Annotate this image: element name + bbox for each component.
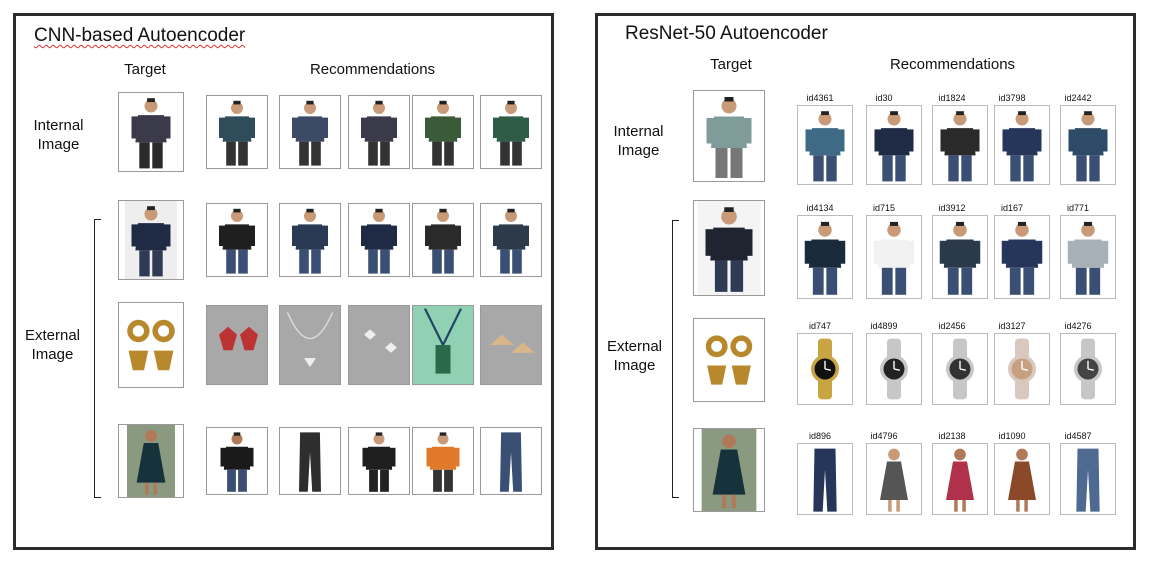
resnet-recommendation-image (932, 443, 988, 515)
resnet-item-id-label: id1090 (998, 431, 1026, 441)
cnn-recommendation-image (348, 427, 410, 495)
cnn-external-label: External Image (20, 326, 85, 364)
resnet-recommendation-image (866, 443, 922, 515)
cnn-recommendation-image (206, 427, 268, 495)
resnet-item-id-label: id3912 (938, 203, 966, 213)
resnet-external-line2: Image (613, 357, 656, 374)
cnn-recommendation-image (480, 305, 542, 385)
resnet-item-id-label: id167 (1000, 203, 1024, 213)
resnet-item-id-label: id4796 (870, 431, 898, 441)
cnn-target-image (118, 302, 184, 388)
cnn-recommendation-image (279, 305, 341, 385)
cnn-recommendation-image (348, 203, 410, 277)
resnet-recommendation-image (797, 215, 853, 299)
resnet-recommendation-image (866, 215, 922, 299)
resnet-recommendation-image (994, 333, 1050, 405)
resnet-external-line1: External (606, 338, 663, 355)
resnet-recommendations-header: Recommendations (889, 56, 1016, 73)
resnet-target-image (693, 90, 765, 182)
cnn-recommendation-image (480, 203, 542, 277)
resnet-recommendation-image (797, 333, 853, 405)
cnn-recommendation-image (412, 427, 474, 495)
cnn-external-bracket (94, 219, 101, 498)
cnn-target-image (118, 200, 184, 280)
resnet-item-id-label: id30 (875, 93, 893, 103)
cnn-recommendations-header: Recommendations (309, 61, 436, 78)
cnn-internal-line1: Internal (33, 117, 84, 134)
resnet-item-id-label: id4899 (870, 321, 898, 331)
resnet-item-id-label: id4134 (806, 203, 834, 213)
resnet-recommendation-image (932, 105, 988, 185)
cnn-recommendation-image (348, 305, 410, 385)
cnn-internal-label: Internal Image (26, 116, 91, 154)
cnn-target-image (118, 92, 184, 172)
resnet-panel-title: ResNet-50 Autoencoder (625, 23, 828, 44)
resnet-target-image (693, 318, 765, 402)
resnet-external-label: External Image (602, 337, 667, 375)
resnet-item-id-label: id4587 (1064, 431, 1092, 441)
cnn-external-line1: External (24, 327, 81, 344)
cnn-recommendation-image (412, 203, 474, 277)
cnn-external-line2: Image (31, 346, 74, 363)
cnn-recommendation-image (480, 427, 542, 495)
cnn-recommendation-image (279, 427, 341, 495)
resnet-recommendation-image (866, 333, 922, 405)
resnet-item-id-label: id4276 (1064, 321, 1092, 331)
cnn-recommendation-image (206, 95, 268, 169)
resnet-item-id-label: id2456 (938, 321, 966, 331)
resnet-recommendation-image (994, 215, 1050, 299)
cnn-recommendation-image (348, 95, 410, 169)
resnet-recommendation-image (797, 105, 853, 185)
cnn-recommendation-image (412, 95, 474, 169)
resnet-target-image (693, 200, 765, 296)
resnet-target-image (693, 428, 765, 512)
cnn-internal-line2: Image (37, 136, 80, 153)
cnn-target-header: Target (124, 61, 166, 78)
resnet-item-id-label: id747 (808, 321, 832, 331)
resnet-recommendation-image (994, 443, 1050, 515)
resnet-item-id-label: id1824 (938, 93, 966, 103)
resnet-internal-line2: Image (617, 142, 660, 159)
cnn-recommendation-image (279, 95, 341, 169)
resnet-item-id-label: id2442 (1064, 93, 1092, 103)
resnet-target-header: Target (710, 56, 752, 73)
cnn-recommendation-image (412, 305, 474, 385)
cnn-target-image (118, 424, 184, 498)
cnn-recommendation-image (279, 203, 341, 277)
resnet-item-id-label: id715 (872, 203, 896, 213)
resnet-item-id-label: id3798 (998, 93, 1026, 103)
resnet-item-id-label: id4361 (806, 93, 834, 103)
resnet-recommendation-image (797, 443, 853, 515)
resnet-recommendation-image (994, 105, 1050, 185)
resnet-recommendation-image (1060, 443, 1116, 515)
cnn-recommendation-image (480, 95, 542, 169)
resnet-recommendation-image (932, 215, 988, 299)
resnet-external-bracket (672, 220, 679, 498)
resnet-item-id-label: id3127 (998, 321, 1026, 331)
cnn-recommendation-image (206, 305, 268, 385)
resnet-recommendation-image (932, 333, 988, 405)
resnet-recommendation-image (866, 105, 922, 185)
cnn-panel-title: CNN-based Autoencoder (34, 25, 246, 46)
resnet-internal-line1: Internal (613, 123, 664, 140)
resnet-recommendation-image (1060, 333, 1116, 405)
resnet-item-id-label: id771 (1066, 203, 1090, 213)
resnet-recommendation-image (1060, 215, 1116, 299)
resnet-recommendation-image (1060, 105, 1116, 185)
resnet-item-id-label: id896 (808, 431, 832, 441)
resnet-item-id-label: id2138 (938, 431, 966, 441)
resnet-internal-label: Internal Image (606, 122, 671, 160)
cnn-recommendation-image (206, 203, 268, 277)
